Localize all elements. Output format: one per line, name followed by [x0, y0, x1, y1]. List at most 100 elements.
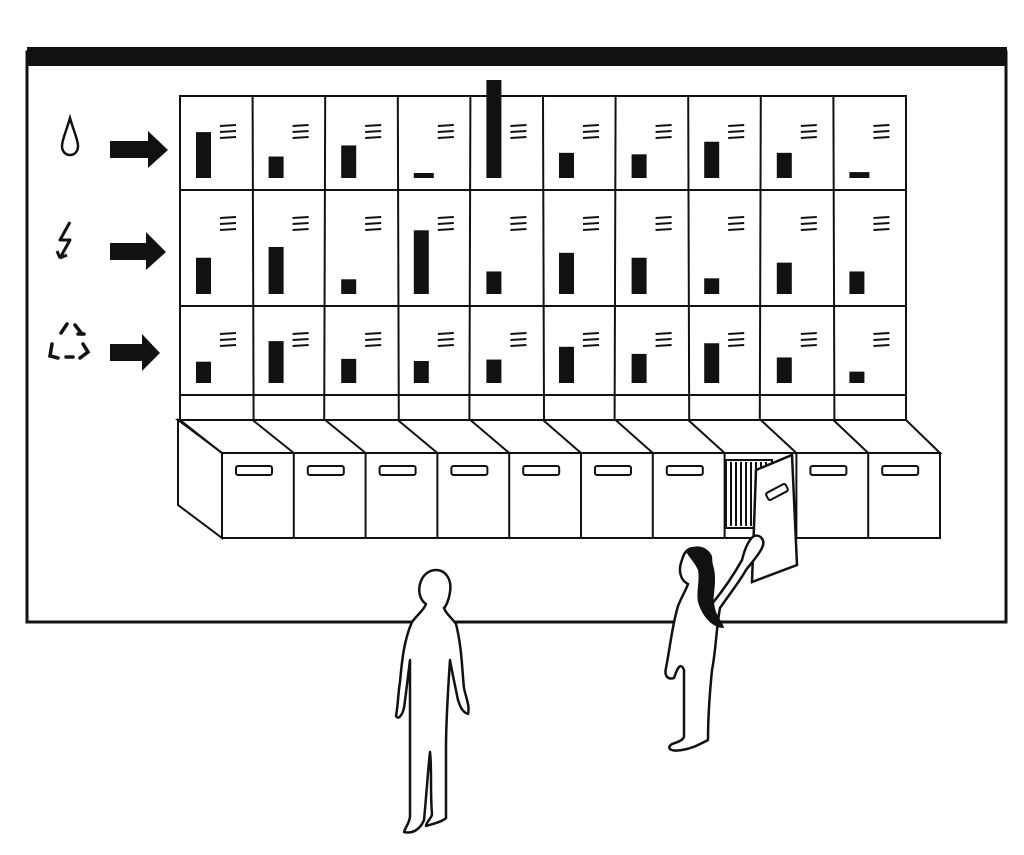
meter-scale-mark: [510, 332, 527, 335]
meter-scale-mark: [728, 222, 745, 225]
meter-scale-mark: [292, 338, 309, 341]
cabinet-top-divider: [251, 419, 295, 454]
meter-scale-mark: [219, 332, 237, 335]
meter-scale-mark: [292, 344, 309, 347]
drawer-handle: [235, 465, 273, 476]
meter-scale-mark: [437, 130, 454, 133]
meter-bar: [559, 252, 574, 294]
meter-bar: [704, 141, 720, 178]
electricity-bolt-icon: [55, 221, 72, 260]
meter-scale-mark: [800, 344, 817, 347]
meter-scale-mark: [800, 130, 817, 133]
meter-scale-mark: [582, 136, 600, 139]
meter-scale-mark: [800, 136, 817, 139]
meter-scale-mark: [873, 344, 890, 347]
meter-bar: [268, 246, 284, 294]
cabinet-top-divider: [324, 419, 367, 454]
meter-column-divider: [396, 95, 400, 421]
meter-column-divider: [468, 95, 472, 421]
row-legend: [48, 113, 168, 371]
meter-bar: [196, 132, 211, 178]
meter-scale-mark: [800, 332, 817, 335]
meter-scale-mark: [437, 216, 454, 219]
meter-bar: [631, 154, 647, 178]
meter-scale-mark: [510, 136, 527, 139]
meter-bar: [631, 353, 647, 383]
meter-scale-mark: [582, 216, 600, 219]
meter-scale-mark: [292, 136, 309, 139]
meter-scale-mark: [219, 136, 237, 139]
meter-bar: [559, 346, 574, 383]
meter-bar: [704, 343, 720, 383]
meter-scale-mark: [873, 222, 890, 225]
wall-top-band: [27, 47, 1007, 66]
drawer-cabinet: [175, 418, 943, 540]
meter-scale-mark: [365, 338, 382, 341]
meter-scale-mark: [365, 222, 382, 225]
meter-bar: [704, 278, 720, 294]
meter-scale-mark: [655, 136, 672, 139]
meter-scale-mark: [219, 222, 237, 225]
cabinet-top-divider: [179, 419, 223, 454]
meter-scale-mark: [873, 136, 890, 139]
meter-bar: [849, 371, 865, 383]
meter-scale-mark: [365, 216, 382, 219]
meter-scale-mark: [292, 124, 309, 127]
meter-column-divider: [832, 95, 836, 421]
meter-bar: [559, 152, 574, 178]
drawer-door: [750, 453, 799, 584]
meter-scale-mark: [510, 130, 527, 133]
meter-bar: [413, 173, 434, 178]
meter-scale-mark: [873, 216, 890, 219]
drawer-handle: [594, 465, 632, 476]
meter-scale-mark: [655, 344, 672, 347]
woman-hair: [686, 546, 724, 628]
meter-scale-mark: [728, 332, 745, 335]
meter-scale-mark: [655, 216, 672, 219]
meter-scale-mark: [219, 228, 237, 231]
open-drawer: [725, 453, 799, 584]
meter-column-divider: [323, 95, 327, 421]
meter-bar: [776, 262, 792, 294]
meter-scale-mark: [437, 222, 454, 225]
meter-scale-mark: [510, 338, 527, 341]
meter-scale-mark: [582, 338, 600, 341]
meter-scale-mark: [219, 124, 237, 127]
meter-scale-mark: [365, 124, 382, 127]
meter-scale-mark: [873, 332, 890, 335]
meter-scale-mark: [365, 228, 382, 231]
meter-scale-mark: [655, 130, 672, 133]
meter-column-divider: [613, 95, 617, 421]
meter-scale-mark: [800, 216, 817, 219]
meter-bar: [341, 279, 357, 294]
meter-bar: [776, 152, 792, 178]
drawer-handle: [809, 465, 848, 476]
meter-bar: [849, 271, 865, 294]
cabinet-top-divider: [687, 419, 726, 454]
cabinet-top-divider: [397, 419, 439, 454]
meter-scale-mark: [582, 222, 600, 225]
meter-scale-mark: [728, 136, 745, 139]
meter-scale-mark: [873, 338, 890, 341]
drawer-handle: [450, 465, 489, 476]
meter-scale-mark: [219, 130, 237, 133]
meter-scale-mark: [510, 216, 527, 219]
meter-scale-mark: [800, 228, 817, 231]
meter-scale-mark: [728, 228, 745, 231]
arrow-electricity-icon: [110, 232, 166, 270]
meter-scale-mark: [292, 216, 309, 219]
meter-scale-mark: [582, 228, 600, 231]
meter-scale-mark: [800, 338, 817, 341]
meter-bar: [486, 271, 502, 294]
meter-scale-mark: [219, 344, 237, 347]
water-drop-icon: [60, 113, 80, 157]
drawer-handle: [306, 465, 345, 476]
woman-figure: [664, 534, 765, 752]
meter-scale-mark: [728, 216, 745, 219]
meter-scale-mark: [728, 124, 745, 127]
meter-scale-mark: [510, 124, 527, 127]
meter-bar: [341, 358, 357, 383]
meter-bar: [631, 257, 647, 294]
drawer-handle: [522, 465, 561, 476]
arrow-water-icon: [110, 131, 168, 168]
